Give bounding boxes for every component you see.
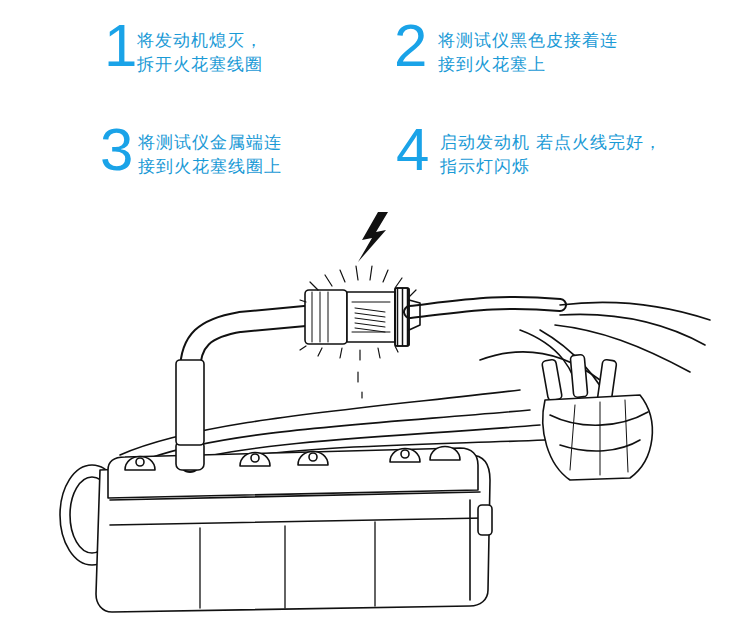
- step-number: 3: [100, 120, 133, 180]
- step-text: 将发动机熄灭， 拆开火花塞线圈: [137, 28, 277, 76]
- step-number: 2: [394, 16, 427, 76]
- step-number: 1: [104, 16, 137, 76]
- step-number: 4: [396, 120, 429, 180]
- step-text: 启动发动机 若点火线完好，指示灯闪烁: [440, 130, 676, 178]
- step-text: 将测试仪黑色皮接着连 接到火花塞上: [438, 28, 638, 76]
- step-text: 将测试仪金属端连 接到火花塞线圈上: [138, 130, 303, 178]
